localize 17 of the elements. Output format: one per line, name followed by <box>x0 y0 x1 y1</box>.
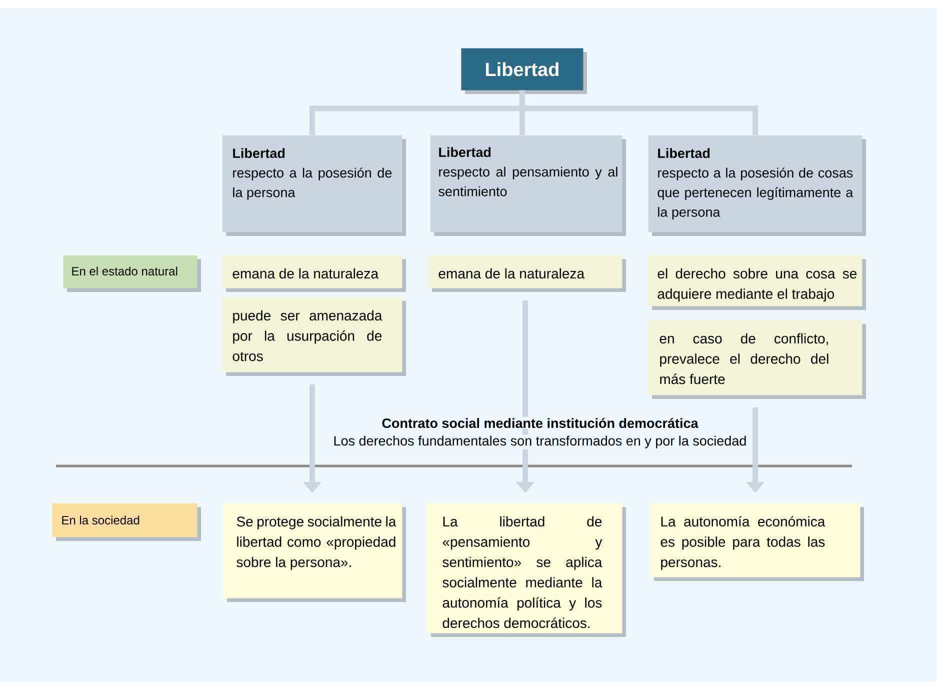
stage-label-box: En el estado natural <box>63 255 201 292</box>
note-box: puede ser amenazada por la usurpación de otros <box>222 297 406 376</box>
connector-line <box>519 90 758 135</box>
caption-text: Los derechos fundamentales son transformados en y por la sociedad <box>332 434 748 450</box>
note-box: La libertad de «pensamiento y sentimiento» se aplica socialmente mediante la autonomía política y los derechos democráticos. <box>427 503 626 637</box>
heading-text: Contrato social mediante institución democrática <box>380 416 700 429</box>
heading-box: Libertad <box>461 48 587 94</box>
concept-box: Libertad respecto al pensamiento y al sentimiento <box>430 135 626 236</box>
note-box: en caso de conflicto, prevalece el derecho del más fuerte <box>648 320 866 399</box>
stage-label-box: En la sociedad <box>52 503 201 541</box>
concept-box: Libertad respecto a la posesión de la persona <box>222 135 406 236</box>
note-box: emana de la naturaleza <box>222 255 406 292</box>
note-box: emana de la naturaleza <box>428 255 626 292</box>
note-box: Se protege socialmente la libertad como «propiedad sobre la persona». <box>223 503 406 602</box>
note-box: el derecho sobre una cosa se adquiere mediante el trabajo <box>648 255 866 310</box>
note-box: La autonomía económica es posible para todas las personas. <box>650 503 864 581</box>
concept-box: Libertad respecto a la posesión de cosas que pertenecen legítimamente a la persona <box>648 135 866 236</box>
